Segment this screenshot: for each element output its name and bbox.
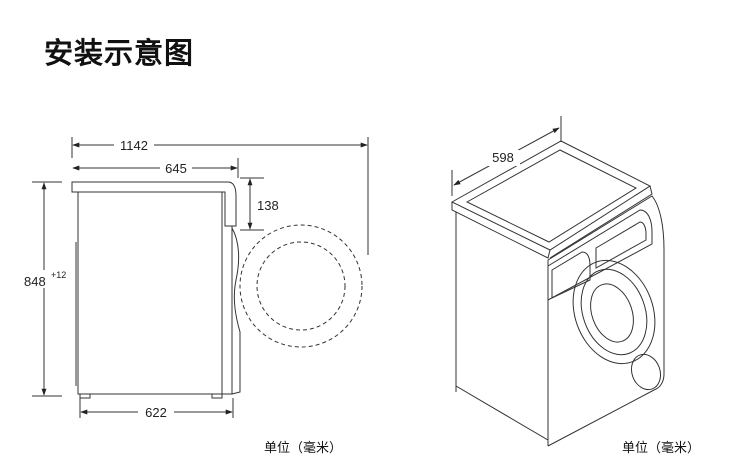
washer-side-top-panel [71, 181, 237, 227]
washer-side-door-bulge [231, 227, 241, 395]
control-display [595, 221, 647, 269]
service-hatch [630, 353, 662, 391]
washer-top-lid-inner [465, 149, 638, 243]
dim-label-645: 645 [165, 161, 187, 176]
perspective-view [450, 116, 665, 447]
washer-top-lid-edge-right [549, 185, 653, 259]
washer-foot-right [211, 393, 223, 399]
door-swing-inner [256, 241, 346, 331]
door-outer-ring [572, 259, 656, 365]
washer-top-lid-edge [451, 202, 551, 259]
label-bg-598 [486, 150, 520, 166]
label-bg-622 [138, 404, 174, 420]
dim-label-138: 138 [257, 198, 279, 213]
control-panel [547, 209, 653, 301]
door-inner-ring [580, 268, 648, 356]
dim-label-622: 622 [145, 405, 167, 420]
side-view [32, 137, 369, 418]
unit-label-perspective-view: 单位（毫米） [622, 441, 701, 456]
dim-label-1142: 1142 [120, 138, 148, 153]
washer-foot-left [79, 393, 91, 399]
label-bg-645 [160, 160, 192, 176]
door-glass [590, 283, 634, 343]
washer-side-body [77, 192, 233, 395]
unit-label-side-view: 单位（毫米） [264, 441, 343, 456]
label-bg-848 [24, 270, 70, 288]
dim-label-598: 598 [492, 150, 514, 165]
door-swing-outer [239, 224, 363, 348]
washer-front-body [547, 195, 665, 447]
washer-side-panel [455, 212, 549, 441]
label-bg-1142 [114, 137, 154, 153]
page-title: 安装示意图 [44, 36, 195, 70]
detergent-drawer [551, 251, 591, 299]
dim-label-848: 848 [24, 274, 46, 289]
dim-label-848-tolerance: +12 [51, 270, 66, 280]
